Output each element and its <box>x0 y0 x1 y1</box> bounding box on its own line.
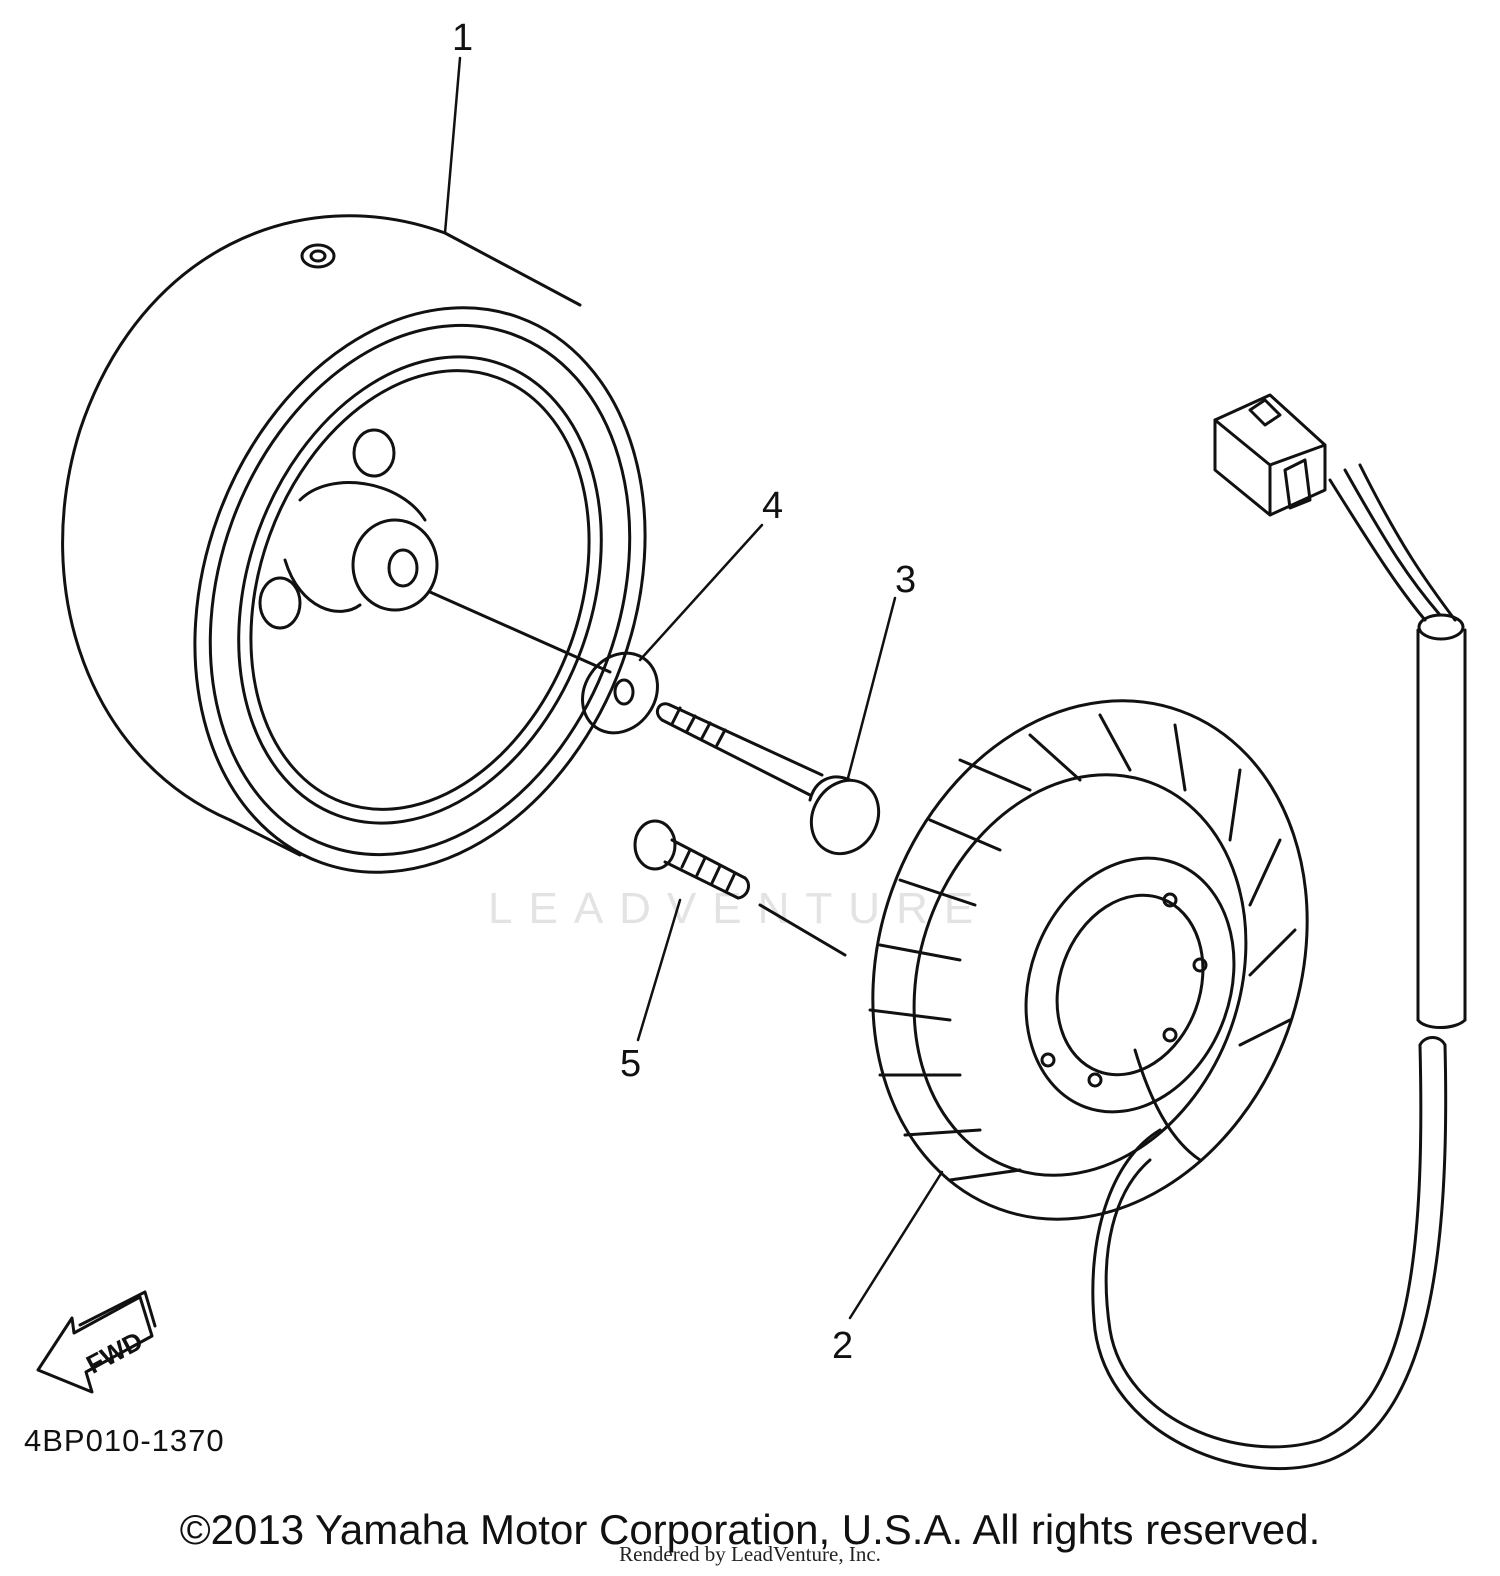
leader-lines <box>443 56 944 1320</box>
screw-part-5 <box>633 819 750 900</box>
callout-2: 2 <box>832 1325 853 1367</box>
fwd-label: FWD <box>81 1325 147 1379</box>
bolt-part-3 <box>656 702 881 856</box>
callout-3: 3 <box>895 559 916 601</box>
callout-4: 4 <box>762 485 783 527</box>
rotor-part-1 <box>61 214 647 874</box>
fwd-arrow-icon <box>36 1290 157 1394</box>
wire-harness <box>1091 463 1467 1470</box>
washer-part-4 <box>581 651 659 735</box>
callout-5: 5 <box>620 1043 641 1085</box>
stator-part-2 <box>868 699 1309 1221</box>
stator-axis-line <box>758 903 847 957</box>
part-code: 4BP010-1370 <box>24 1423 225 1458</box>
assembly-axis-line <box>428 590 612 674</box>
connector <box>1213 393 1327 517</box>
copyright-notice: ©2013 Yamaha Motor Corporation, U.S.A. A… <box>179 1506 1321 1553</box>
rendered-by-credit: Rendered by LeadVenture, Inc. <box>619 1542 881 1566</box>
callout-1: 1 <box>452 17 473 59</box>
